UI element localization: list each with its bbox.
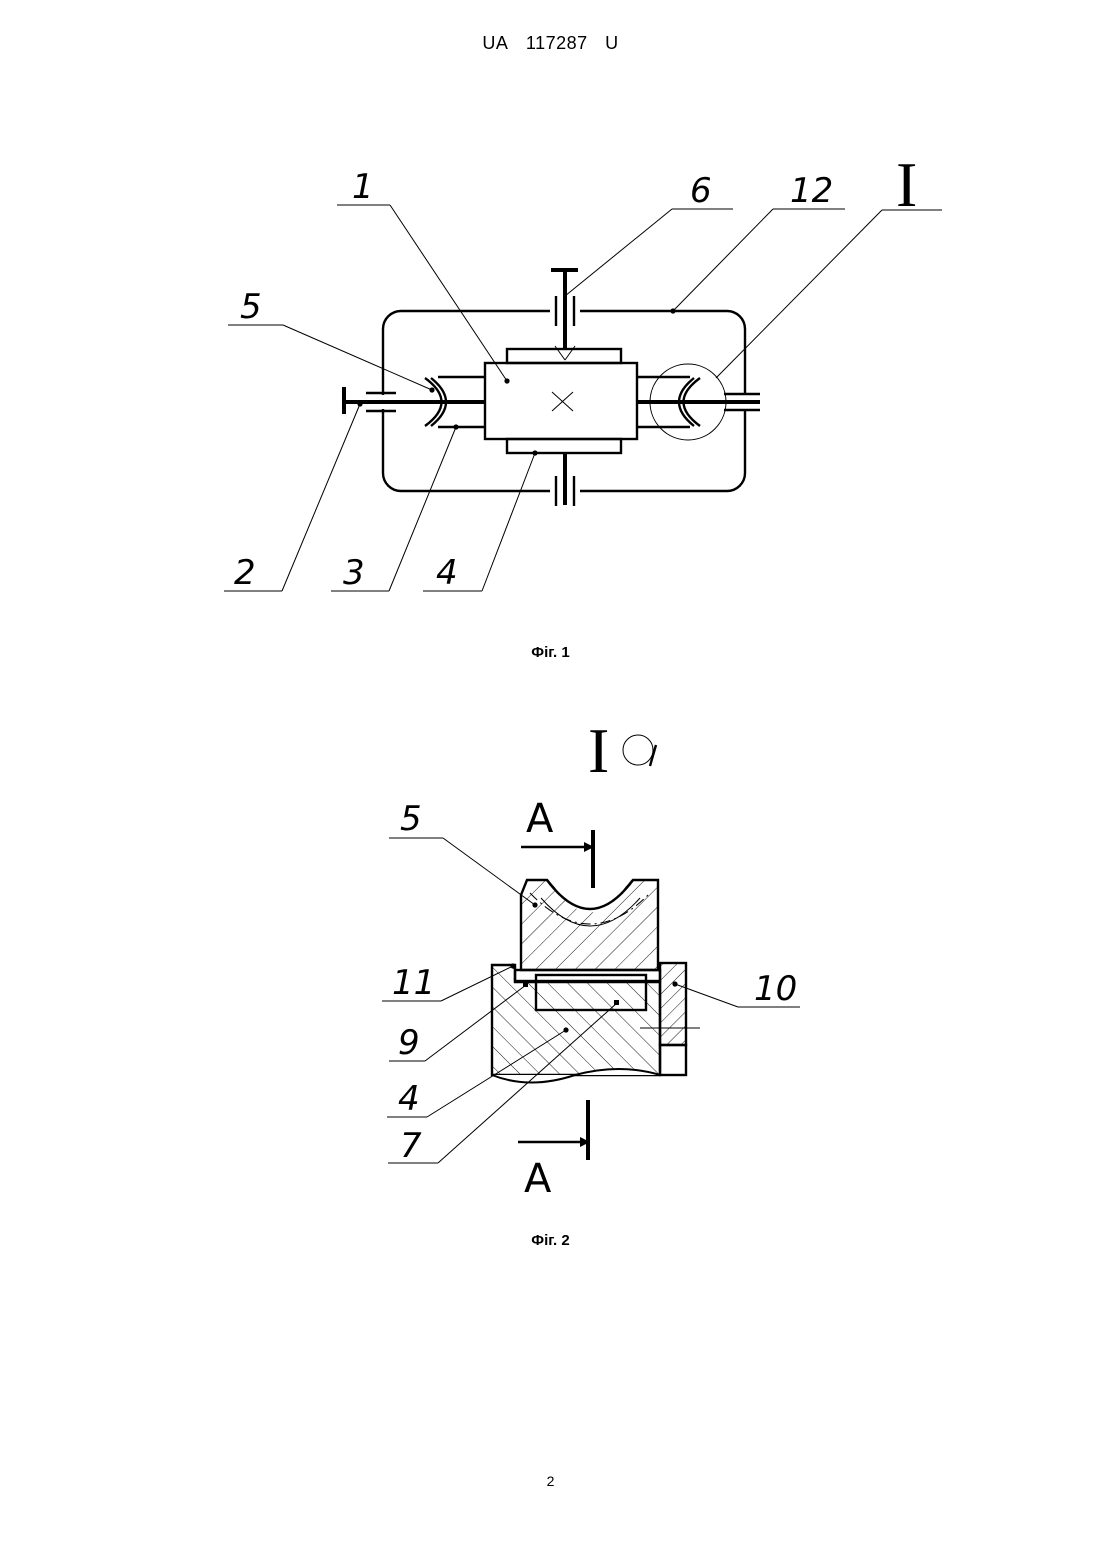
figure-2-caption: Фіг. 2 xyxy=(0,1232,1101,1249)
fig2-label-4: 4 xyxy=(398,1079,420,1119)
fig1-label-detail: I xyxy=(896,149,917,220)
fig2-label-10: 10 xyxy=(754,969,797,1009)
fig2-detail-mark: I xyxy=(588,715,609,786)
body-part xyxy=(492,965,660,1075)
section-label-top: A xyxy=(526,796,554,842)
leader-lines xyxy=(224,205,942,591)
detail-symbol-icon xyxy=(623,735,653,765)
figure-2-drawing: I A A 5 11 9 4 7 10 xyxy=(0,700,1101,1220)
fig1-label-2: 2 xyxy=(234,553,256,593)
section-label-bottom: A xyxy=(524,1156,552,1202)
fig1-label-1: 1 xyxy=(352,167,374,207)
fig2-label-7: 7 xyxy=(400,1126,422,1166)
figure-1-caption: Фіг. 1 xyxy=(0,644,1101,661)
fig1-label-4: 4 xyxy=(436,553,458,593)
figure-1-drawing: 1 6 12 I 5 2 3 4 xyxy=(0,0,1101,640)
fig1-label-12: 12 xyxy=(790,171,833,211)
page-number: 2 xyxy=(0,1473,1101,1489)
fig2-label-5: 5 xyxy=(400,799,422,839)
fig1-label-6: 6 xyxy=(690,171,712,211)
ring-part xyxy=(660,963,686,1045)
fig1-label-5: 5 xyxy=(240,287,262,327)
fig1-label-3: 3 xyxy=(343,553,365,593)
fig2-label-9: 9 xyxy=(398,1023,420,1063)
central-block xyxy=(485,363,637,439)
fig2-label-11: 11 xyxy=(392,963,435,1003)
